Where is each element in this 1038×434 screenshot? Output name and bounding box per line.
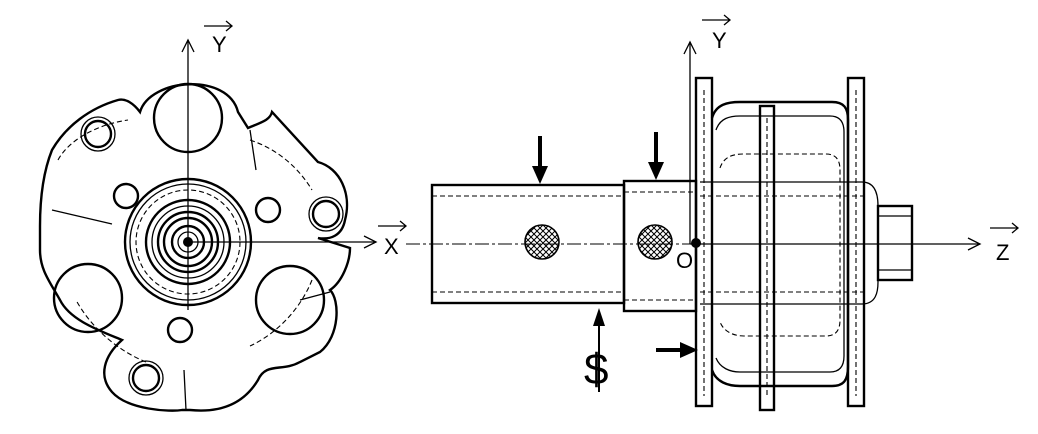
front-x-vector-icon <box>378 220 408 232</box>
front-view: Y X <box>38 20 408 412</box>
bolt-hole-3 <box>131 363 161 393</box>
front-x-arrowhead <box>363 235 378 249</box>
bolt-hole-1 <box>83 119 113 149</box>
small-hole-3 <box>166 316 194 344</box>
front-y-label: Y <box>212 32 227 57</box>
drum-dashed-inner <box>719 153 841 337</box>
side-y-arrowhead <box>683 40 697 55</box>
load-arrow-icon-3 <box>656 342 698 358</box>
front-flange-inner-dashed <box>57 119 313 363</box>
plate-dashes <box>703 90 857 398</box>
front-y-arrowhead <box>181 38 195 53</box>
front-web-lines <box>51 129 331 411</box>
bolt-hole-2-ring <box>308 196 344 232</box>
front-x-label: X <box>384 234 399 259</box>
side-z-vector-icon <box>990 222 1020 234</box>
side-y-label: Y <box>712 28 727 53</box>
shaft-stub <box>876 204 914 282</box>
drum-outline <box>710 100 850 388</box>
load-arrow-icon-2 <box>648 132 664 180</box>
big-hole-right <box>254 264 326 336</box>
front-y-vector-icon <box>204 20 234 32</box>
hatched-circle-icon-1 <box>524 224 560 260</box>
plate-middle <box>758 104 776 412</box>
dollar-symbol: $ <box>584 345 608 394</box>
drum-inner <box>715 115 845 373</box>
small-hole-2 <box>254 196 282 224</box>
bolt-hole-2 <box>311 199 341 229</box>
side-y-vector-icon <box>702 14 732 26</box>
load-arrow-icon-1 <box>532 136 548 184</box>
big-hole-left <box>52 262 124 334</box>
drum-core <box>700 181 879 305</box>
origin-label: O <box>676 248 693 273</box>
side-view: O Y Z <box>406 14 1020 412</box>
front-flange-outline <box>38 83 352 412</box>
bolt-hole-1-ring <box>80 116 116 152</box>
plate-left <box>694 76 714 408</box>
hatched-circle-icon-2 <box>637 224 673 260</box>
vector-arrow-icon-up <box>593 308 605 392</box>
side-z-label: Z <box>996 240 1009 265</box>
bolt-hole-3-ring <box>128 360 164 396</box>
small-hole-1 <box>112 182 140 210</box>
